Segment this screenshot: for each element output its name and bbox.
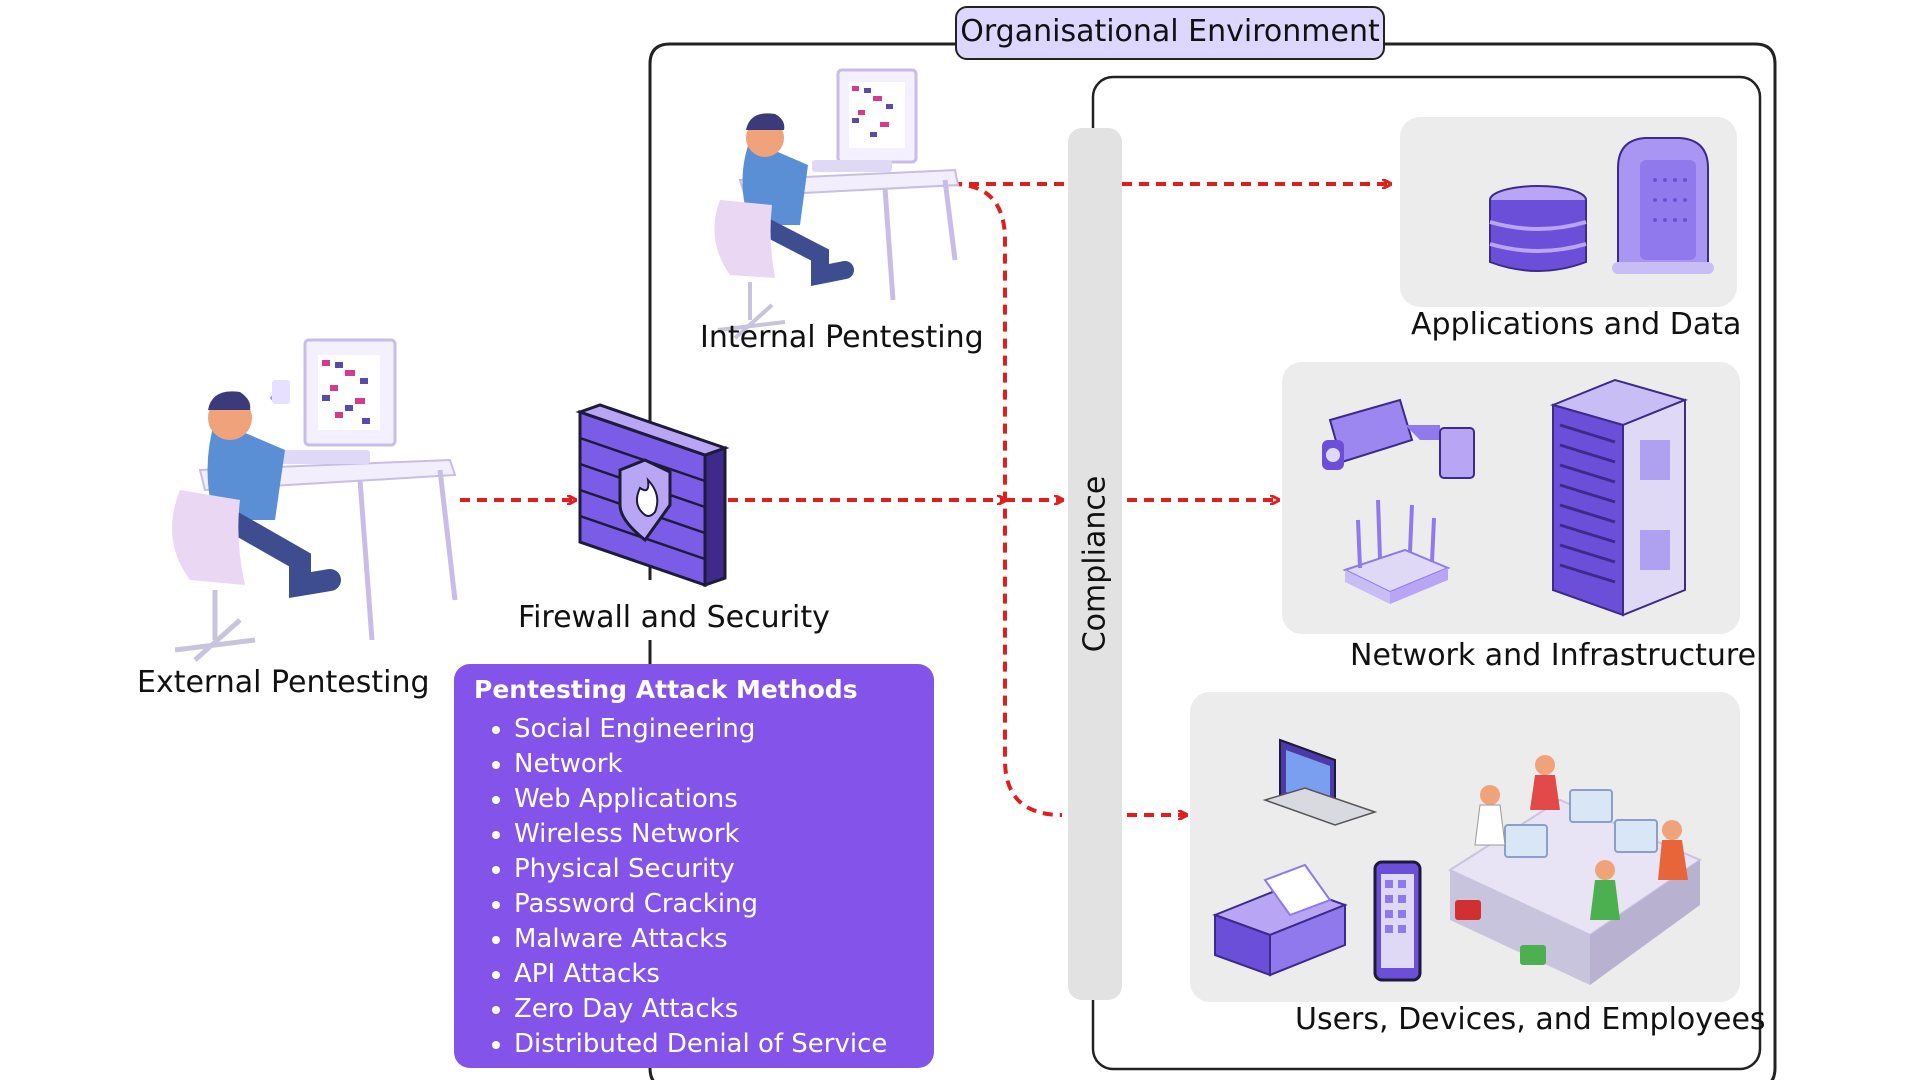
users-label: Users, Devices, and Employees xyxy=(1295,1002,1766,1037)
applications-label: Applications and Data xyxy=(1411,307,1742,342)
internal-pentester-illustration xyxy=(714,68,960,340)
attack-method-item: API Attacks xyxy=(514,957,914,992)
attack-method-item: Network xyxy=(514,747,914,782)
network-panel xyxy=(1282,362,1740,634)
arrow-vertical-bus xyxy=(951,182,1063,817)
attack-method-item: Social Engineering xyxy=(514,712,914,747)
firewall-label: Firewall and Security xyxy=(518,600,830,635)
attack-method-item: Malware Attacks xyxy=(514,922,914,957)
attack-method-item: Password Cracking xyxy=(514,887,914,922)
users-panel xyxy=(1190,692,1740,1002)
attack-method-item: Wireless Network xyxy=(514,817,914,852)
environment-frame xyxy=(648,42,1777,1080)
network-label: Network and Infrastructure xyxy=(1350,638,1757,673)
flow-arrows xyxy=(460,184,1390,815)
firewall-illustration xyxy=(575,403,730,588)
attack-method-item: Web Applications xyxy=(514,782,914,817)
environment-title: Organisational Environment xyxy=(955,6,1385,60)
external-pentesting-label: External Pentesting xyxy=(137,665,430,700)
compliance-bar: Compliance xyxy=(1068,128,1122,1000)
attack-method-item: Distributed Denial of Service xyxy=(514,1027,914,1062)
compliance-label: Compliance xyxy=(1077,475,1113,653)
attack-methods-title: Pentesting Attack Methods xyxy=(474,675,858,704)
attack-methods-box: Pentesting Attack Methods Social Enginee… xyxy=(454,664,934,1068)
applications-panel xyxy=(1400,117,1737,307)
external-pentester-illustration xyxy=(172,338,458,662)
internal-pentesting-label: Internal Pentesting xyxy=(700,320,984,355)
attack-method-item: Physical Security xyxy=(514,852,914,887)
attack-method-item: Zero Day Attacks xyxy=(514,992,914,1027)
attack-methods-list: Social Engineering Network Web Applicati… xyxy=(474,712,914,1062)
